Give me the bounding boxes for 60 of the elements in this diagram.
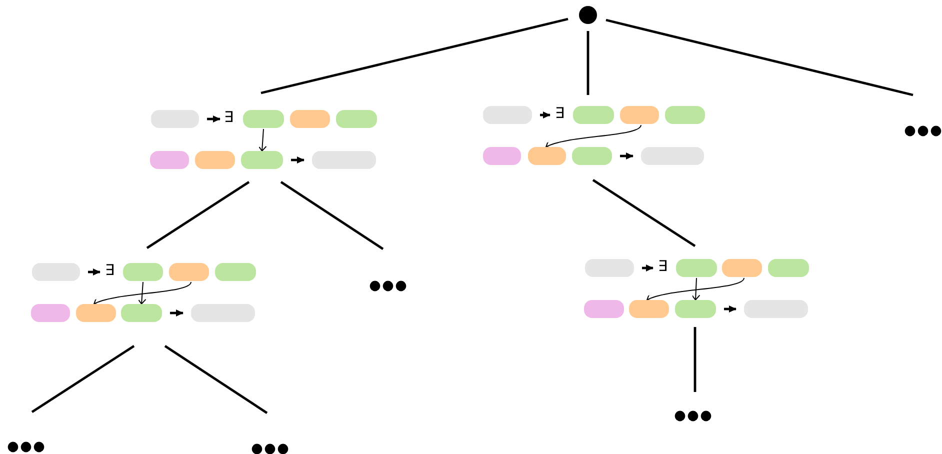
arrow [88,268,100,276]
arrow [620,152,634,160]
tree-branch-line [146,181,250,249]
token-pill [121,304,162,322]
token-pill [768,259,809,277]
token-pill [195,151,235,169]
token-pill [151,110,199,128]
exists-symbol: ∃ [105,262,114,280]
token-pill [123,263,163,281]
arrow [642,264,654,272]
tree-branch-line [260,18,568,94]
token-pill [150,151,189,169]
token-pill [722,259,762,277]
arrow [207,116,220,122]
arrow [291,156,304,164]
token-pill [585,259,634,277]
token-pill [215,263,256,281]
token-pill [629,300,669,318]
token-pill [584,300,624,318]
exists-symbol: ∃ [224,109,233,127]
token-pill [32,263,80,281]
tree-branch-line [280,181,384,250]
tree-branch-line [606,18,914,96]
arrow [258,128,267,152]
token-pill [573,106,614,124]
token-pill [76,304,116,322]
arrow [137,282,146,304]
token-pill [620,106,659,124]
token-pill [665,106,705,124]
token-pill [483,147,521,165]
token-pill [290,110,330,128]
tree-branch-line [31,345,135,413]
token-pill [483,106,532,124]
token-pill [31,304,70,322]
exists-symbol: ∃ [658,258,667,276]
token-pill [572,147,612,165]
exists-symbol: ∃ [555,105,564,123]
arrow [170,310,184,316]
token-pill [241,151,283,169]
token-pill [336,110,377,128]
arrow [546,124,642,150]
token-pill [744,300,808,318]
root-node [579,6,597,24]
tree-branch-line [592,179,696,247]
tree-branch-line [586,31,590,95]
token-pill [676,259,717,277]
token-pill [528,147,566,165]
tree-branch-line [694,327,696,392]
arrow [94,282,192,306]
arrow [724,306,736,312]
token-pill [641,147,704,165]
arrow [691,278,700,300]
arrow [540,112,550,118]
token-pill [191,304,255,322]
token-pill [675,300,716,318]
token-pill [169,263,209,281]
arrow [646,278,744,302]
tree-branch-line [164,345,268,414]
token-pill [312,151,376,169]
token-pill [243,110,284,128]
